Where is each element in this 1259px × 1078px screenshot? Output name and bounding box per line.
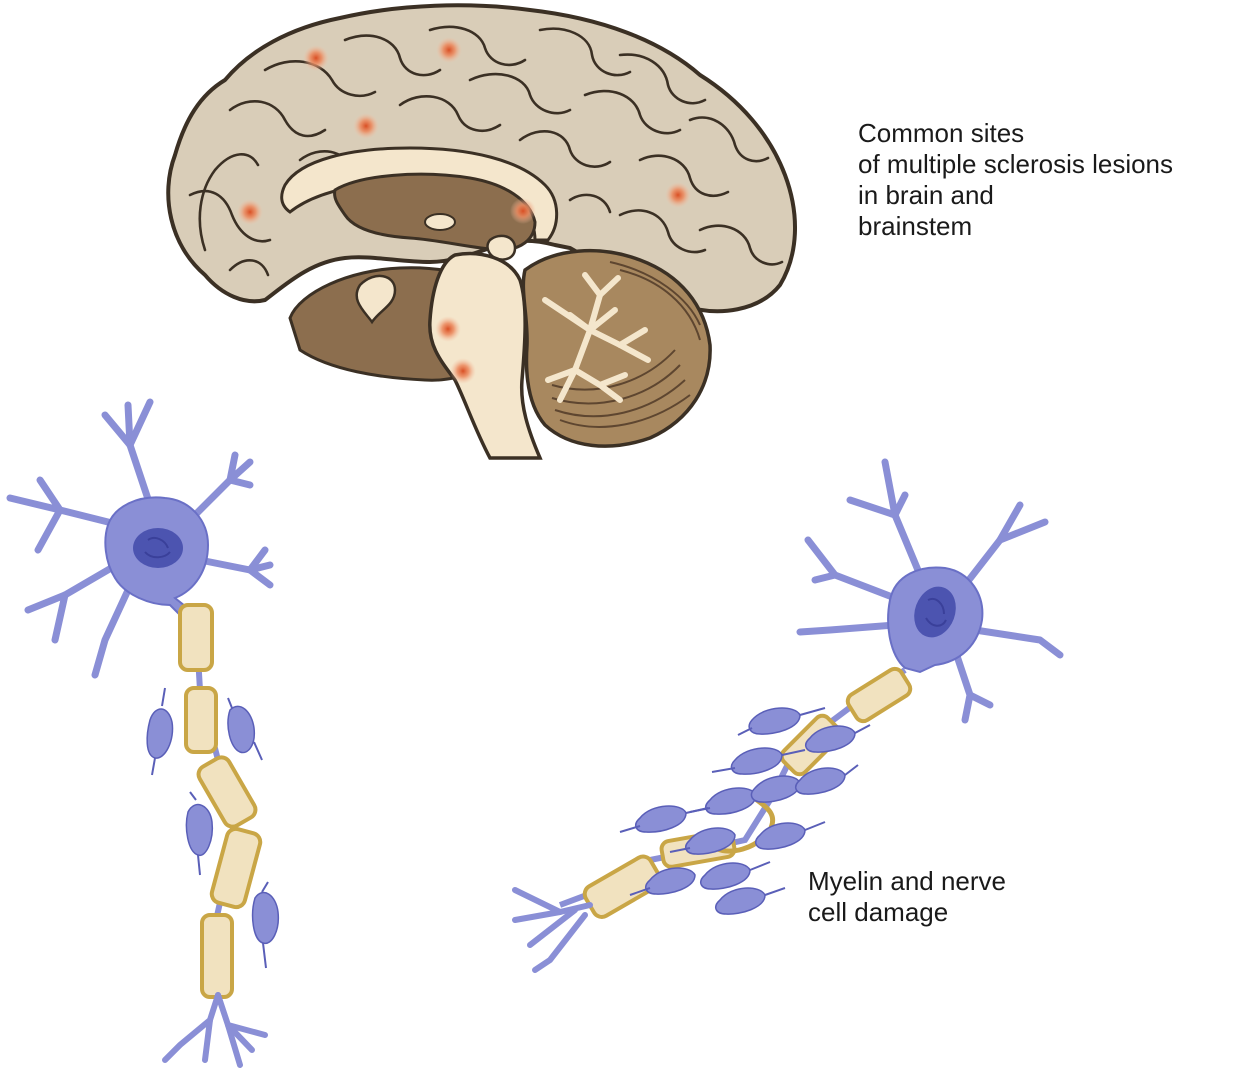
dendrites [6,398,274,679]
immune-cell [185,791,214,876]
immune-cell [795,764,859,795]
myelin-segment [200,913,234,999]
label-line: brainstem [858,211,973,241]
lesion-spot [237,199,263,225]
dendrites [796,458,1064,724]
myelin-segment [178,603,214,672]
immune-cell [619,805,709,833]
label-line: in brain and [858,180,994,210]
immune-cell [805,724,871,753]
immune-cell [227,697,263,761]
lesion-spot [450,358,476,384]
label-line: Myelin and nerve [808,866,1006,896]
label-line: of multiple sclerosis lesions [858,149,1174,179]
immune-cell [251,881,280,969]
myelin-segment [845,666,913,724]
arbor-vitae [542,272,651,403]
pineal-area [424,213,456,231]
lesion-spot [665,182,691,208]
brain-sagittal [166,3,798,460]
immune-cell [711,747,806,775]
lesion-spot [435,316,461,342]
cerebellum [521,248,712,448]
myelin-segment [196,755,258,829]
neuron-left [6,398,280,1068]
immune-cell [700,861,771,890]
immune-cell [737,707,826,736]
immune-cell [629,867,696,896]
myelin-segment [184,686,218,754]
myelin-sheath [178,603,263,999]
label-line: cell damage [808,897,949,927]
lesion-spot [353,113,379,139]
mammillary-area [355,274,397,325]
lesion-sites-label: Common sites of multiple sclerosis lesio… [858,118,1173,242]
axon-terminal [512,887,593,973]
neuron-right [512,458,1064,973]
damage-label: Myelin and nerve cell damage [808,866,1006,928]
immune-cells-right [619,707,871,915]
brainstem [428,251,543,460]
nucleus [133,528,183,568]
lesion-spot [303,45,329,71]
nucleus [914,586,956,638]
immune-cell [715,887,786,915]
label-line: Common sites [858,118,1025,148]
immune-cell [146,687,174,776]
immune-cells-left [146,687,280,969]
lesion-spot [510,198,536,224]
optic-area [486,234,517,261]
ms-lesions [237,37,691,384]
myelin-segment [209,826,263,910]
immune-cell [669,827,736,855]
lesion-spot [436,37,462,63]
axon-terminal [162,992,268,1068]
immune-cell [755,821,826,850]
